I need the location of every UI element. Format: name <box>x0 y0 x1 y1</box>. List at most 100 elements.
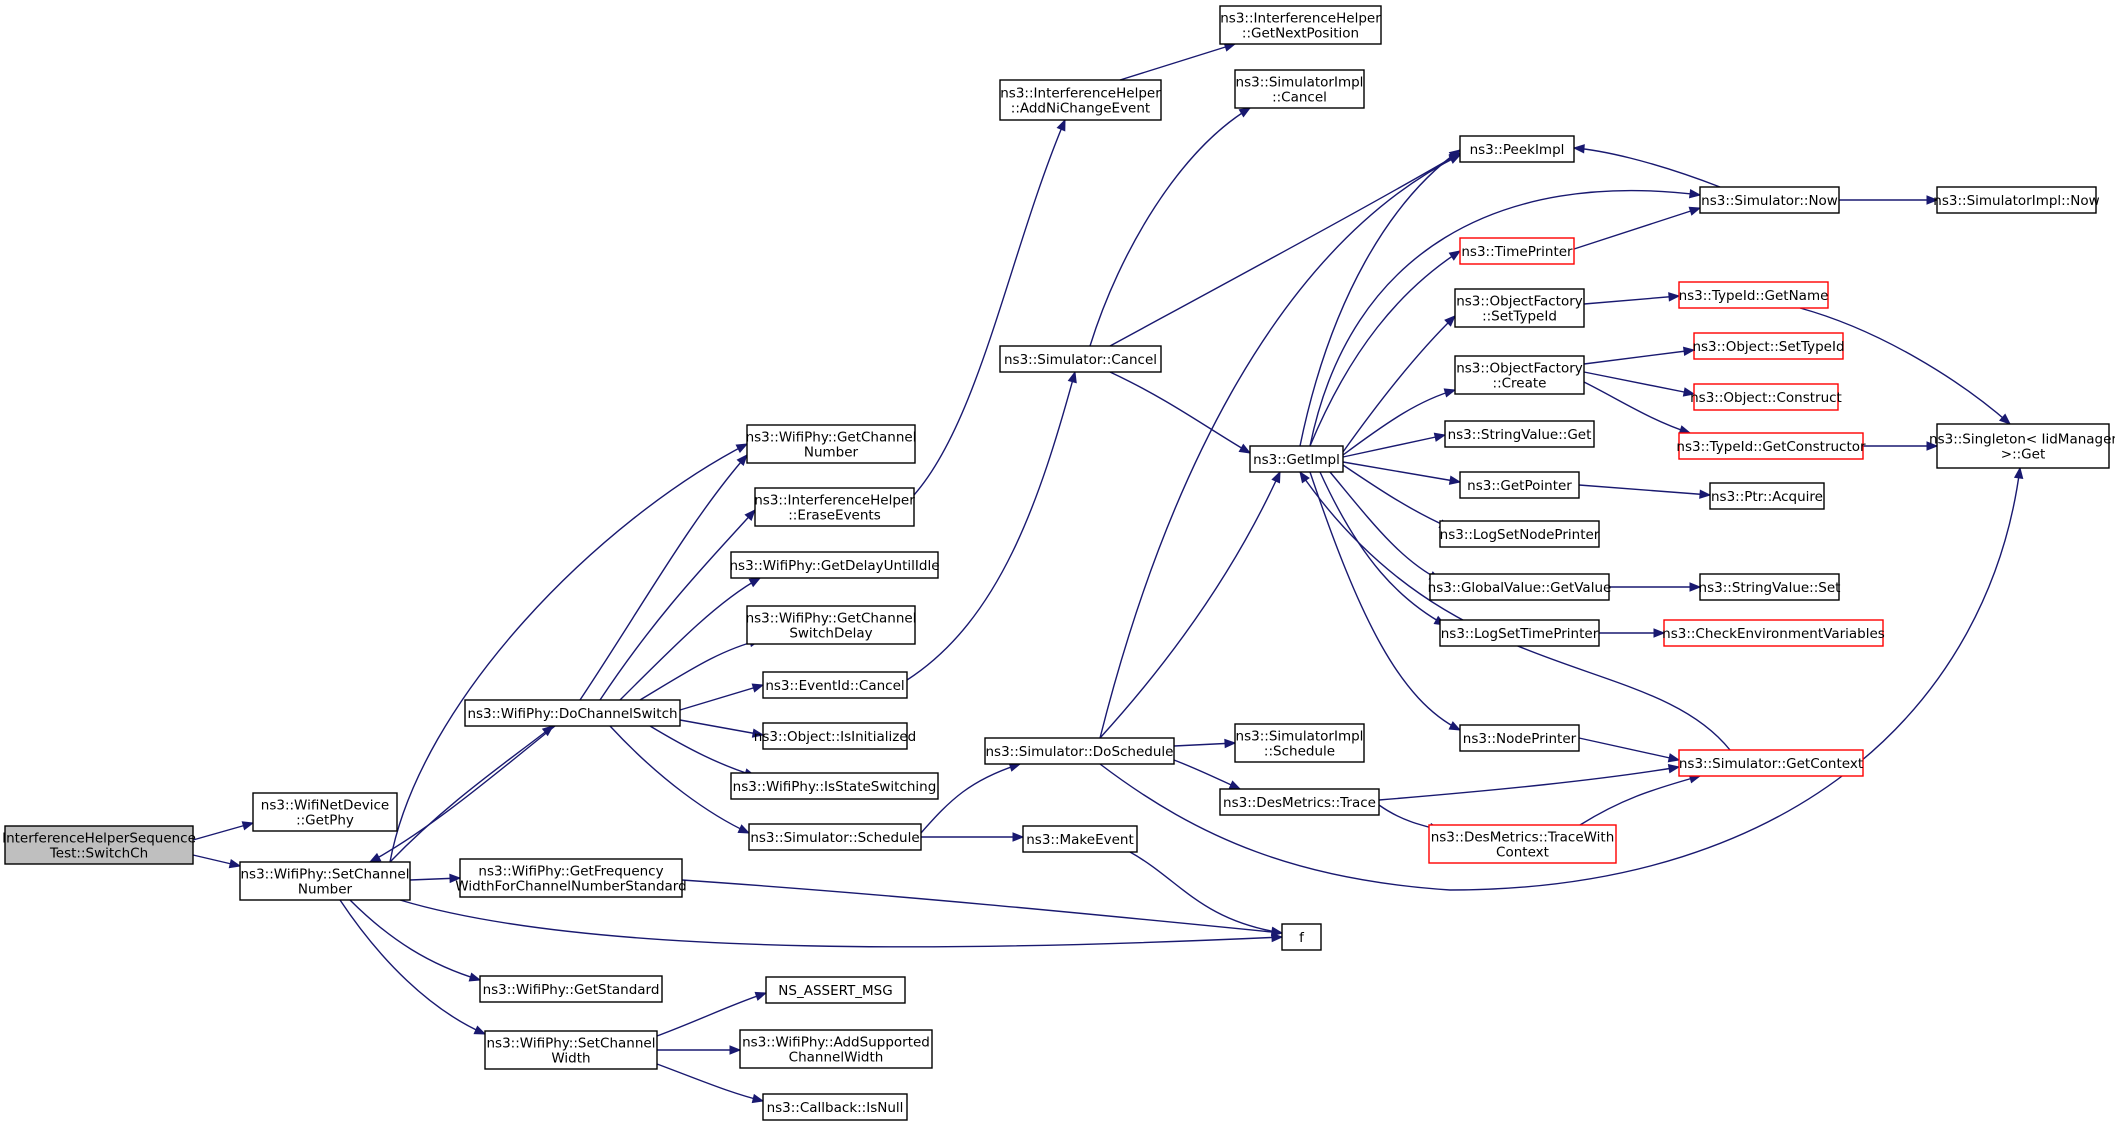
node-eraseevents[interactable]: ns3::InterferenceHelper::EraseEvents <box>754 487 915 527</box>
call-edge-dochannelswitch-to-simschedule <box>609 725 751 834</box>
node-simimplcancel[interactable]: ns3::SimulatorImpl::Cancel <box>1234 69 1365 109</box>
node-getconstructor[interactable]: ns3::TypeId::GetConstructor <box>1676 432 1866 460</box>
node-label-line: Number <box>804 445 859 461</box>
node-box <box>1444 420 1595 448</box>
node-nsassert[interactable]: NS_ASSERT_MSG <box>765 976 906 1004</box>
arrowhead-icon <box>751 728 765 738</box>
node-getnextposition[interactable]: ns3::InterferenceHelper::GetNextPosition <box>1219 5 1382 45</box>
node-ofsettypeid[interactable]: ns3::ObjectFactory::SetTypeId <box>1454 288 1585 328</box>
node-getstandard[interactable]: ns3::WifiPhy::GetStandard <box>479 975 663 1003</box>
arrowhead-icon <box>1443 388 1457 398</box>
call-edge-simnow-to-simimplnow <box>1839 195 1939 205</box>
node-label-line: ns3::CheckEnvironmentVariables <box>1662 626 1885 642</box>
node-getphy[interactable]: ns3::WifiNetDevice::GetPhy <box>252 792 398 832</box>
node-label-line: ns3::DesMetrics::Trace <box>1223 795 1376 811</box>
node-box <box>1709 482 1825 510</box>
node-getdelayuntilidle[interactable]: ns3::WifiPhy::GetDelayUntilIdle <box>730 551 940 579</box>
node-timeprinter[interactable]: ns3::TimePrinter <box>1459 237 1575 265</box>
node-isstateswitching[interactable]: ns3::WifiPhy::IsStateSwitching <box>730 772 939 800</box>
node-singletonget[interactable]: ns3::Singleton< IidManager >::Get <box>1929 423 2115 469</box>
node-logsettimeprinter[interactable]: ns3::LogSetTimePrinter <box>1439 619 1600 647</box>
node-label-line: ns3::LogSetNodePrinter <box>1440 527 1600 543</box>
call-edge-simcancel-to-getimpl <box>1109 371 1252 454</box>
node-simcancel[interactable]: ns3::Simulator::Cancel <box>999 345 1162 373</box>
node-eventidcancel[interactable]: ns3::EventId::Cancel <box>762 671 908 699</box>
node-dochannelswitch[interactable]: ns3::WifiPhy::DoChannelSwitch <box>464 699 681 727</box>
node-stringvalueget[interactable]: ns3::StringValue::Get <box>1444 420 1595 448</box>
arrowhead-icon <box>1998 413 2012 425</box>
node-box <box>1699 573 1840 601</box>
node-label-line: ns3::GlobalValue::GetValue <box>1428 580 1612 596</box>
arrowhead-icon <box>1228 780 1242 790</box>
arrowhead-icon <box>751 1093 765 1104</box>
arrowhead-icon <box>1067 370 1077 384</box>
node-box <box>730 772 939 800</box>
node-box <box>1429 573 1610 601</box>
call-edge-getimpl-to-nodeprinter <box>1309 471 1462 731</box>
arrowhead-icon <box>1444 315 1456 327</box>
node-ptracquire[interactable]: ns3::Ptr::Acquire <box>1709 482 1825 510</box>
node-ofcreate[interactable]: ns3::ObjectFactory::Create <box>1454 355 1585 395</box>
node-stringvalueset[interactable]: ns3::StringValue::Set <box>1699 573 1841 601</box>
node-label-line: ::GetNextPosition <box>1242 26 1359 42</box>
node-simimplnow[interactable]: ns3::SimulatorImpl::Now <box>1933 186 2100 214</box>
node-simnow[interactable]: ns3::Simulator::Now <box>1699 186 1840 214</box>
call-edge-getimpl-to-ofcreate <box>1342 388 1457 456</box>
node-box <box>1693 383 1839 411</box>
node-makeevent[interactable]: ns3::MakeEvent <box>1022 825 1138 853</box>
node-checkenv[interactable]: ns3::CheckEnvironmentVariables <box>1662 619 1885 647</box>
node-objectconstruct[interactable]: ns3::Object::Construct <box>1690 383 1842 411</box>
node-label-line: ns3::WifiPhy::GetFrequency <box>478 864 663 880</box>
node-label-line: ns3::LogSetTimePrinter <box>1441 626 1599 642</box>
node-box <box>999 79 1162 121</box>
node-f[interactable]: f <box>1281 923 1322 951</box>
arrowhead-icon <box>541 725 555 737</box>
node-box <box>1459 724 1580 752</box>
arrowhead-icon <box>1668 292 1681 302</box>
node-addnichange[interactable]: ns3::InterferenceHelper::AddNiChangeEven… <box>999 79 1162 121</box>
node-isnull[interactable]: ns3::Callback::IsNull <box>762 1093 908 1121</box>
node-label-line: ns3::InterferenceHelper <box>754 493 915 509</box>
arrowhead-icon <box>1238 107 1252 118</box>
node-getcontext[interactable]: ns3::Simulator::GetContext <box>1678 749 1864 777</box>
node-box <box>1022 825 1138 853</box>
node-label-line: ns3::StringValue::Set <box>1699 580 1841 596</box>
node-simschedule[interactable]: ns3::Simulator::Schedule <box>748 823 922 851</box>
call-edge-dochannelswitch-to-isstateswitching <box>649 725 757 778</box>
node-getpointer[interactable]: ns3::GetPointer <box>1459 471 1580 499</box>
node-typeidgetname[interactable]: ns3::TypeId::GetName <box>1678 281 1829 309</box>
node-label-line: ::Schedule <box>1264 744 1335 760</box>
node-label-line: ns3::Callback::IsNull <box>767 1100 904 1116</box>
arrowhead-icon <box>1572 144 1585 154</box>
node-simimplschedule[interactable]: ns3::SimulatorImpl::Schedule <box>1234 723 1365 763</box>
arrowhead-icon <box>751 683 765 693</box>
node-objectsettypeid[interactable]: ns3::Object::SetTypeId <box>1692 332 1845 360</box>
node-desmetricstrace[interactable]: ns3::DesMetrics::Trace <box>1219 788 1380 816</box>
call-edge-eventidcancel-to-simcancel <box>906 370 1077 681</box>
arrowhead-icon <box>736 453 748 467</box>
node-label-line: Number <box>298 882 353 898</box>
node-label-line: ns3::StringValue::Get <box>1448 427 1592 443</box>
arrowhead-icon <box>1448 250 1462 261</box>
node-getfreqwidth[interactable]: ns3::WifiPhy::GetFrequencyWidthForChanne… <box>455 858 687 898</box>
node-isinitialized[interactable]: ns3::Object::IsInitialized <box>754 722 916 750</box>
call-edge-getimpl-to-logsettimeprinter <box>1319 471 1447 626</box>
node-box <box>762 722 908 750</box>
node-label-line: ns3::MakeEvent <box>1026 832 1134 848</box>
node-doschedule[interactable]: ns3::Simulator::DoSchedule <box>984 737 1175 765</box>
node-globalvalueget[interactable]: ns3::GlobalValue::GetValue <box>1428 573 1612 601</box>
call-edge-setchannelnumber-to-getstandard <box>349 899 482 982</box>
node-nodeprinter[interactable]: ns3::NodePrinter <box>1459 724 1580 752</box>
node-box <box>1693 332 1844 360</box>
node-logsetnodeprinter[interactable]: ns3::LogSetNodePrinter <box>1439 520 1600 548</box>
call-edge-dochannelswitch-to-getchannelnumber <box>579 453 748 701</box>
node-getimpl[interactable]: ns3::GetImpl <box>1249 445 1344 473</box>
node-peekimpl[interactable]: ns3::PeekImpl <box>1459 135 1575 163</box>
